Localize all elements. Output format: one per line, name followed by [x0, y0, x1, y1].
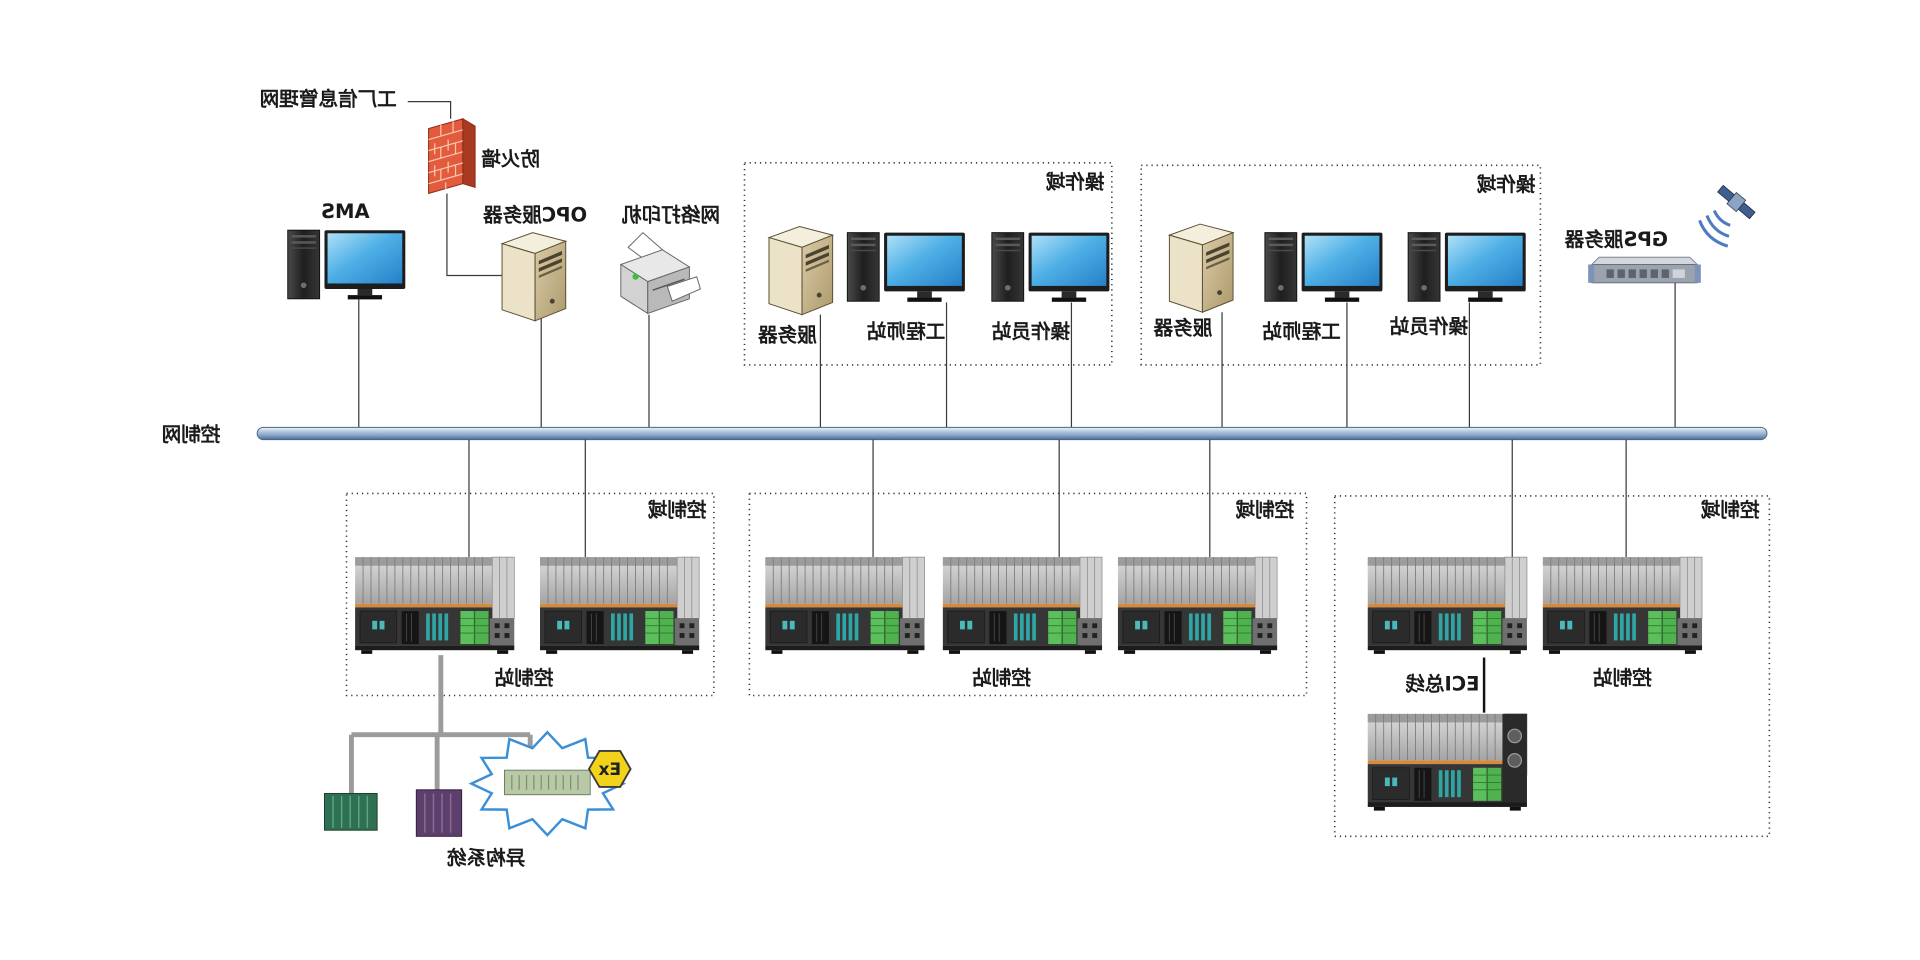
purple-plc-icon [415, 789, 463, 837]
control-network-label: 控制网 [162, 423, 221, 446]
engineer-station-icon [846, 232, 966, 303]
control-station-rack [539, 556, 700, 655]
operator-station-label: 操作员站 [1389, 315, 1468, 338]
control-network-bus [256, 426, 1768, 441]
domain-server-icon [768, 225, 834, 316]
control-station-label: 控制站 [1593, 666, 1652, 689]
control-station-label: 控制站 [494, 666, 553, 689]
control-station-rack [354, 556, 515, 655]
domain-server-label: 服务器 [758, 324, 817, 347]
opc-server-label: OPC服务器 [483, 204, 588, 227]
firewall-icon [428, 117, 476, 195]
control-station-rack [1117, 556, 1278, 655]
plant-network-link [407, 101, 452, 119]
control-domain-box [748, 492, 1308, 697]
heterogeneous-system-label: 异构系统 [447, 846, 526, 869]
control-station-rack [1367, 556, 1528, 655]
plant-network-label: 工厂信息管理网 [260, 87, 397, 110]
opc-server-icon [501, 232, 567, 322]
gps-server-icon [1588, 256, 1701, 284]
engineer-station-icon [1264, 232, 1384, 303]
control-station-rack [942, 556, 1103, 655]
explosion-proof-io-icon [468, 730, 627, 837]
operation-domain-label: 操作域 [1476, 173, 1535, 196]
firewall-label: 防火墙 [481, 147, 540, 170]
gps-server-label: GPS服务器 [1564, 228, 1668, 251]
operation-domain-box [1140, 164, 1542, 366]
control-domain-box [345, 492, 715, 697]
operator-station-icon [1407, 232, 1527, 303]
eci-bus-label: ECI总线 [1405, 673, 1480, 696]
heterogeneous-fieldbus [348, 655, 533, 796]
operation-domain-label: 操作域 [1045, 171, 1104, 194]
domain-server-icon [1168, 223, 1234, 313]
engineer-station-label: 工程师站 [1262, 320, 1341, 343]
ams-computer-icon [287, 229, 406, 301]
green-plc-icon [324, 792, 378, 831]
control-station-rack [1542, 556, 1703, 655]
firewall-opc-link [446, 193, 503, 277]
engineer-station-label: 工程师站 [867, 320, 946, 343]
printer-icon [619, 231, 702, 315]
control-domain-label: 控制域 [1700, 499, 1759, 522]
ams-label: AMS [321, 200, 370, 223]
operator-station-label: 操作员站 [991, 320, 1070, 343]
operator-station-icon [991, 232, 1110, 303]
domain-server-label: 服务器 [1153, 316, 1212, 339]
control-station-rack [764, 556, 926, 655]
ex-badge-icon: Ex [587, 750, 632, 788]
control-station-label: 控制站 [972, 666, 1031, 689]
control-domain-label: 控制域 [647, 499, 706, 522]
network-printer-label: 网络打印机 [622, 204, 720, 227]
extension-rack [1367, 713, 1528, 812]
operation-domain-box [743, 162, 1113, 366]
control-domain-label: 控制域 [1235, 499, 1294, 522]
satellite-icon [1698, 184, 1756, 248]
ex-badge-label: Ex [598, 760, 621, 780]
